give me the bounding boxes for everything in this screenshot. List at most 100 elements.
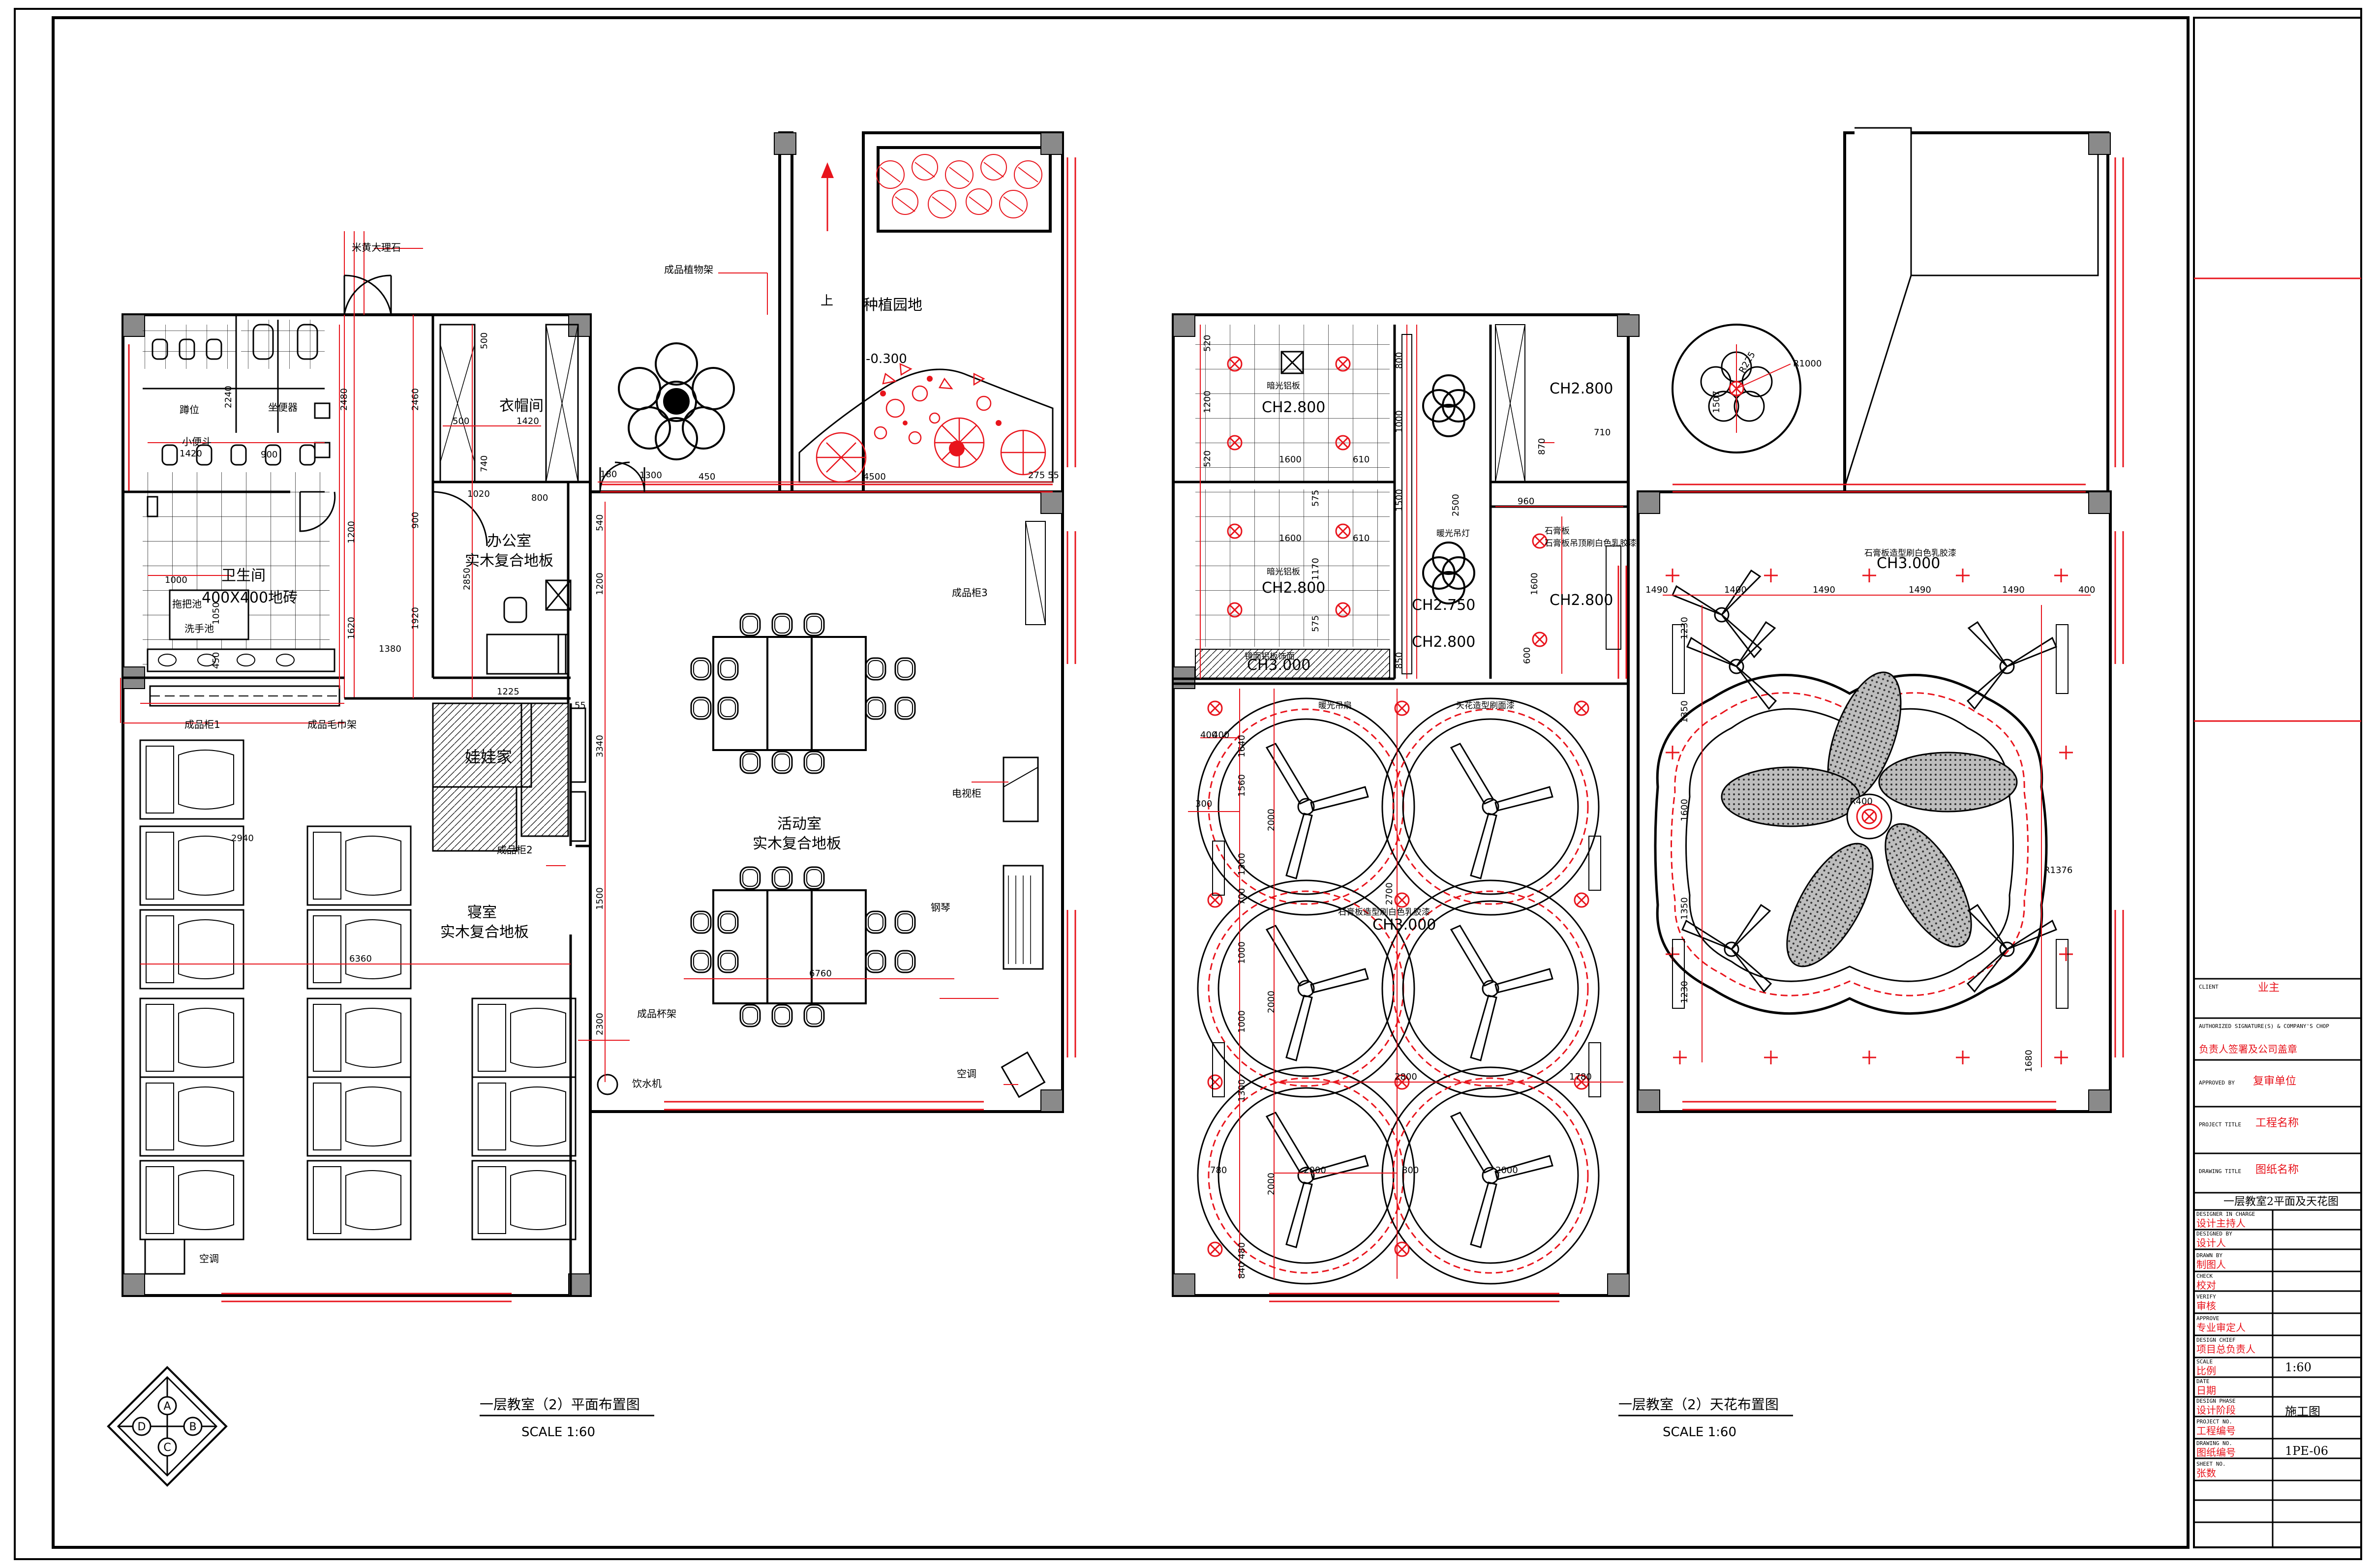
label-sink: 洗手池 [184, 623, 214, 634]
dim: 55 [1048, 470, 1059, 481]
compass-icon [107, 1366, 228, 1487]
note: 石膏板造型刷白色乳胶漆 [1338, 907, 1430, 917]
room-label-restroom: 卫生间 [221, 567, 266, 584]
dim: 1350 [1679, 700, 1690, 723]
tb-row-cn: 制图人 [2196, 1259, 2226, 1270]
dim: 500 [453, 416, 469, 426]
plan-scale: SCALE 1:60 [521, 1425, 595, 1440]
vent-icon [1280, 351, 1304, 374]
tb-client-en: CLIENT [2199, 984, 2219, 990]
garden-plants [798, 154, 1054, 483]
dim: 55 [575, 700, 586, 711]
tb-row-cn: 设计主持人 [2196, 1217, 2246, 1229]
tb-drawing-en: DRAWING TITLE [2199, 1168, 2241, 1175]
tb-row-cn: 校对 [2196, 1279, 2216, 1291]
dorm-beds [139, 739, 577, 1275]
tb-row-en: DESIGN PHASE [2196, 1398, 2235, 1404]
label-cabinet-3: 成品柜3 [952, 587, 988, 599]
dim: 400 [1200, 730, 1217, 740]
dim: 2000 [1266, 1173, 1277, 1195]
dim: 1225 [497, 687, 519, 697]
dim: 1640 [1237, 735, 1247, 757]
tb-drawing-name: 一层教室2平面及天花图 [2223, 1196, 2339, 1208]
dim: 1200 [346, 521, 357, 543]
ceiling-fan-icons [1197, 697, 1600, 1285]
round-ceiling-feature [1672, 324, 1801, 453]
dim: 575 [1310, 490, 1321, 507]
label-urinal: 小便斗 [182, 436, 212, 448]
dim: 520 [1202, 451, 1213, 467]
dim: 840 [1237, 1262, 1247, 1279]
dim: 540 [595, 514, 605, 531]
tb-scale-value: 1:60 [2285, 1360, 2312, 1374]
dim: 1020 [467, 489, 490, 499]
room-label-dorm-floor: 实木复合地板 [440, 924, 529, 941]
label-towel-rack: 成品毛巾架 [307, 719, 357, 730]
label-ac-activity: 空调 [957, 1068, 976, 1080]
dim: 1380 [379, 644, 401, 654]
dim: 1050 [211, 602, 221, 625]
dim: 1780 [1569, 1072, 1592, 1082]
room-label-dorm: 寝室 [467, 904, 497, 921]
height-label: CH2.750 [1412, 597, 1475, 614]
note: 天花造型刷面漆 [1456, 701, 1515, 711]
dim: 780 [1210, 1165, 1227, 1176]
tb-approved: 复审单位 [2253, 1075, 2296, 1087]
wardrobe-office [432, 324, 618, 1095]
note: 石膏板吊顶刷白色乳胶漆 [1545, 538, 1637, 548]
height-label: CH2.800 [1262, 579, 1325, 597]
dim: 2500 [1451, 494, 1461, 516]
tb-project-en: PROJECT TITLE [2199, 1121, 2241, 1128]
dim: 575 [1310, 615, 1321, 632]
room-label-activity: 活动室 [777, 815, 821, 833]
dim: 2800 [1395, 1072, 1417, 1082]
dim: 2240 [223, 386, 234, 408]
dim: 1600 [1679, 799, 1690, 821]
compass-c: C [163, 1442, 171, 1454]
tb-drawing: 图纸名称 [2255, 1164, 2299, 1176]
dim: 700 [1237, 888, 1247, 905]
dim: 450 [211, 652, 221, 669]
room-label-garden: 种植园地 [863, 297, 922, 314]
compass-b: B [189, 1421, 196, 1433]
dim: 1350 [1679, 897, 1690, 920]
dim: 2000 [1495, 1165, 1518, 1176]
dim: 1300 [639, 470, 662, 481]
dim: R225 [1737, 350, 1758, 375]
room-label-activity-floor: 实木复合地板 [753, 835, 841, 852]
dim: 400 [2078, 585, 2095, 595]
plan-title: 一层教室（2）平面布置图 [480, 1396, 640, 1413]
dim: 2700 [1384, 882, 1395, 905]
note: 暖光吊扇 [1318, 701, 1352, 711]
tb-approved-en: APPROVED BY [2199, 1080, 2235, 1086]
height-label: CH2.800 [1550, 380, 1613, 397]
activity-tables [599, 461, 1046, 1098]
dim: 400 [1213, 730, 1229, 740]
height-label: CH2.800 [1550, 592, 1613, 609]
ceiling-columns [1173, 132, 2111, 1296]
tb-row-en: DESIGN CHIEF [2196, 1337, 2235, 1343]
dim: 4500 [863, 472, 886, 482]
dim: 1600 [1529, 573, 1540, 595]
dim: 275 [1028, 470, 1045, 481]
tb-drawing-no-value: 1PE-06 [2285, 1444, 2328, 1458]
label-cabinet-1: 成品柜1 [184, 719, 220, 730]
flower-planter-icon [618, 342, 735, 460]
dim: R1000 [1793, 359, 1822, 369]
tb-row-en: DRAWING NO. [2196, 1440, 2232, 1447]
dim: 1200 [1202, 391, 1213, 413]
ceiling-dimension-numbers: 520 1200 520 1600 610 1600 610 2500 1500… [1195, 335, 2095, 1279]
dim: 1420 [180, 449, 202, 459]
height-label: CH3.000 [1247, 657, 1310, 674]
tb-row-cn: 比例 [2196, 1365, 2216, 1377]
dim: 1490 [1645, 585, 1668, 595]
dim: 2460 [410, 388, 421, 411]
entrance-door [343, 274, 392, 315]
dim: 1620 [346, 617, 357, 639]
title-block: CLIENT 业主 AUTHORIZED SIGNATURE(S) & COMP… [2194, 978, 2361, 1547]
dim: 3340 [595, 735, 605, 757]
note: 石膏板造型刷白色乳胶漆 [1864, 548, 1956, 558]
label-ac-dorm: 空调 [199, 1253, 219, 1265]
dim: 1920 [410, 607, 421, 630]
